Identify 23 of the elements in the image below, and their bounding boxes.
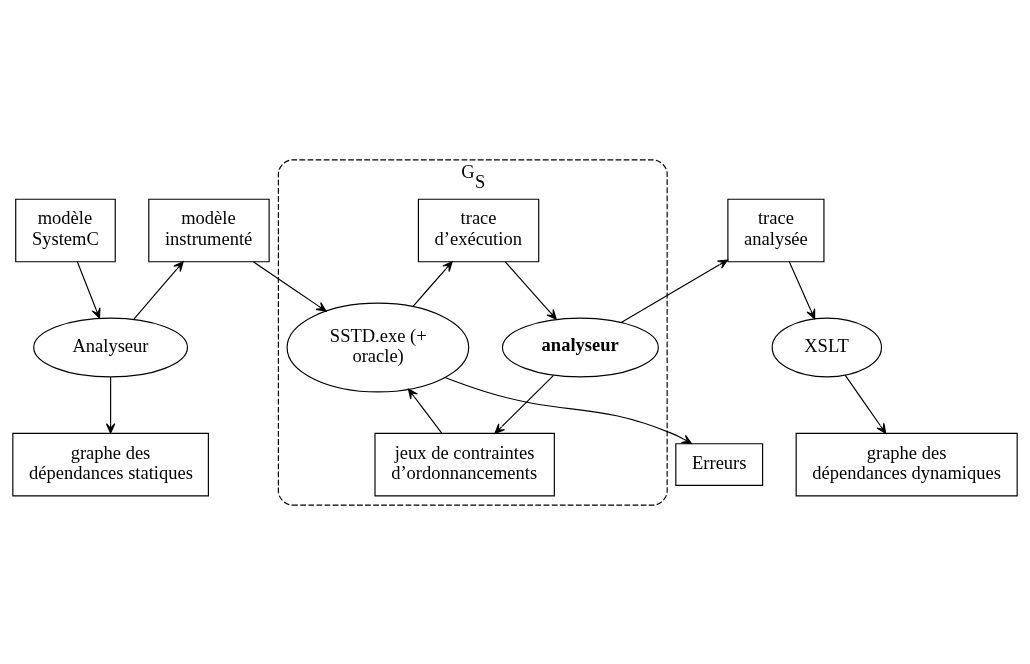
node-ellipse: XSLT xyxy=(771,317,883,378)
node-box: jeux de contraintes d’ordonnancements xyxy=(374,432,555,496)
node-box: trace analysée xyxy=(727,198,825,262)
node-ellipse: analyseur xyxy=(501,317,659,378)
node-ellipse: Analyseur xyxy=(33,317,189,378)
arrow xyxy=(105,376,116,434)
arrow xyxy=(620,258,729,323)
arrow xyxy=(788,260,816,319)
arrow xyxy=(504,260,557,320)
node-box: graphe des dépendances dynamiques xyxy=(795,432,1018,496)
arrow xyxy=(133,260,184,320)
node-box: modèle instrumenté xyxy=(148,198,270,262)
arrow xyxy=(444,376,693,444)
node-box: graphe des dépendances statiques xyxy=(12,432,209,496)
arrow xyxy=(252,260,327,312)
arrow xyxy=(844,374,887,434)
node-box: modèle SystemC xyxy=(15,198,116,262)
arrow xyxy=(412,260,453,307)
arrow xyxy=(494,374,555,434)
arrow xyxy=(407,388,443,434)
node-box: trace d’exécution xyxy=(417,198,540,262)
arrow xyxy=(76,260,101,319)
node-box: Erreurs xyxy=(675,442,764,486)
